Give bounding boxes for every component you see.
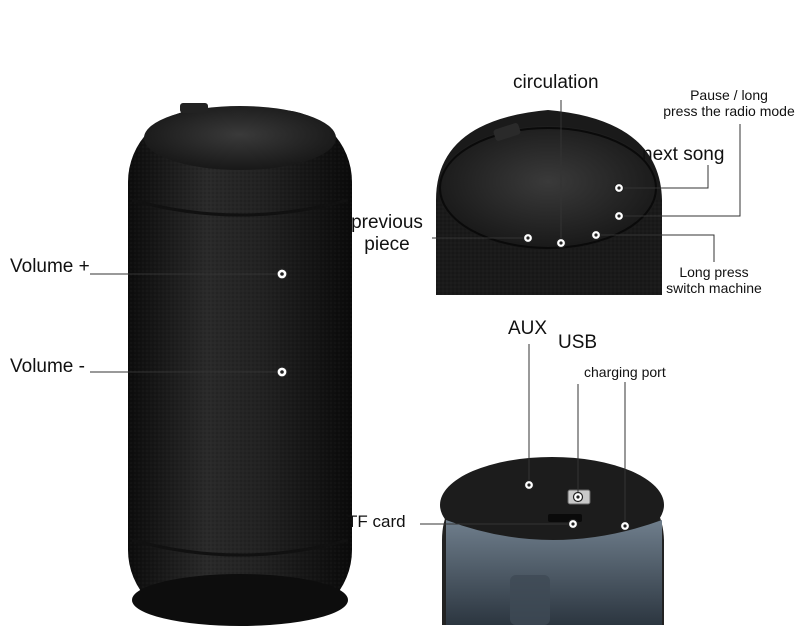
label-tf-card: TF card [347,512,406,531]
leader-lines [90,100,741,526]
label-pause: Pause / long press the radio mode [655,87,800,119]
label-volume-plus: Volume + [10,256,90,277]
label-aux: AUX [508,318,548,339]
label-pause-line2: press the radio mode [663,103,795,120]
label-volume-minus: Volume - [10,356,85,377]
label-pause-line1: Pause / long [690,87,768,103]
bottom-panel-inset [440,457,664,625]
label-long-press: Long press switch machine [656,264,772,296]
label-previous-line1: previous [351,212,423,233]
label-previous-line2: piece [364,233,410,255]
top-panel-inset [436,110,662,295]
speaker-top-cap [144,106,336,170]
strap-loop [180,103,208,113]
label-circulation: circulation [513,72,599,93]
speaker-body [128,103,352,626]
button-markers [276,182,631,532]
label-charging-port: charging port [584,364,666,380]
label-long-press-line2: switch machine [666,280,762,297]
label-long-press-line1: Long press [679,264,749,280]
label-next-song: next song [642,144,725,165]
label-previous: previous piece [344,212,430,256]
label-usb: USB [558,332,598,353]
